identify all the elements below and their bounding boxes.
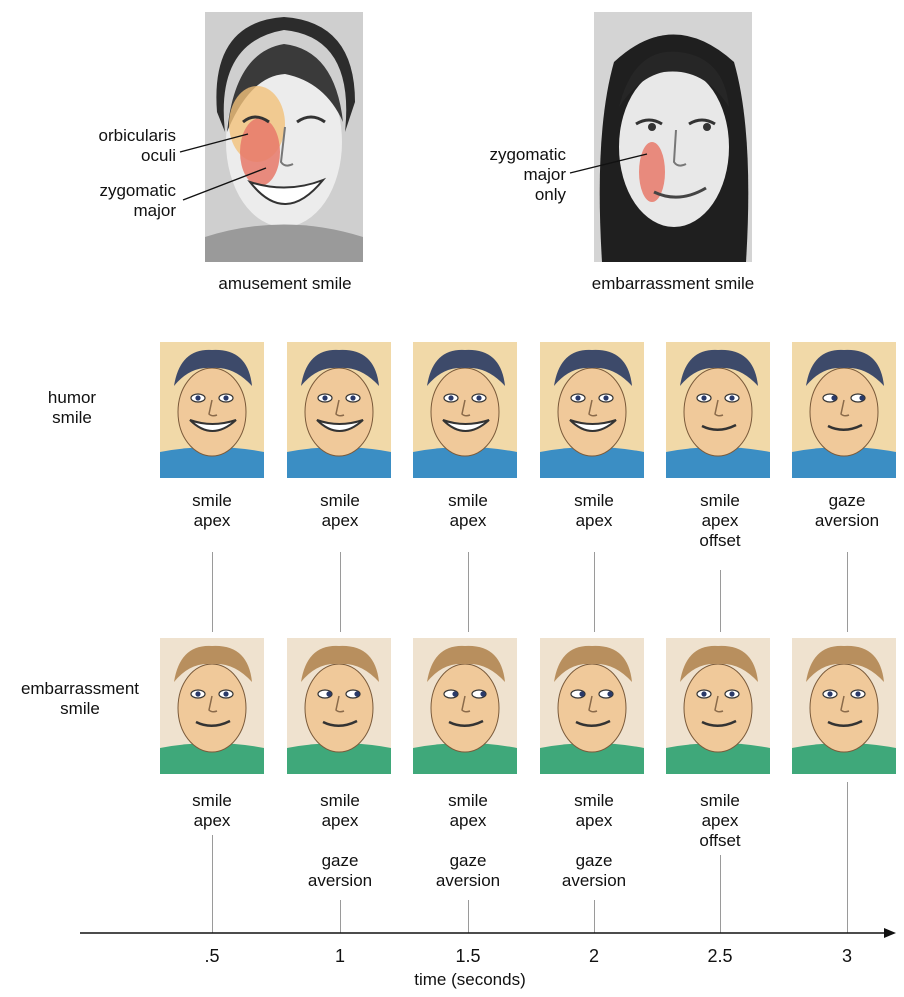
guide-line bbox=[468, 552, 469, 632]
humor-smile-frame bbox=[287, 340, 391, 480]
embarrassment-smile-frame bbox=[540, 632, 644, 780]
embarrassment-event-label: smile apex gaze aversion bbox=[290, 791, 390, 891]
tick-label: 2.5 bbox=[695, 946, 745, 966]
guide-line bbox=[212, 835, 213, 933]
amusement-smile-caption: amusement smile bbox=[200, 274, 370, 294]
embarrassment-event-label: smile apex offset bbox=[670, 791, 770, 851]
zygomatic-major-only-label: zygomatic major only bbox=[470, 145, 566, 205]
embarrassment-smile-caption: embarrassment smile bbox=[580, 274, 766, 294]
embarrassment-smile-frame bbox=[287, 632, 391, 780]
humor-smile-frame bbox=[413, 340, 517, 480]
humor-event-label: smile apex bbox=[290, 491, 390, 531]
tick-label: 3 bbox=[822, 946, 872, 966]
tick-label: 2 bbox=[569, 946, 619, 966]
embarrassment-event-label: smile apex bbox=[162, 791, 262, 831]
embarrassment-event-label: smile apex gaze aversion bbox=[418, 791, 518, 891]
humor-smile-frame bbox=[160, 340, 264, 480]
humor-smile-frame bbox=[792, 340, 896, 480]
humor-smile-frame bbox=[540, 340, 644, 480]
embarrassment-smile-row-label: embarrassment smile bbox=[0, 679, 160, 719]
humor-event-label: smile apex bbox=[544, 491, 644, 531]
humor-event-label: smile apex offset bbox=[670, 491, 770, 551]
embarrassment-smile-frame bbox=[666, 632, 770, 780]
embarrassment-smile-frame bbox=[160, 632, 264, 780]
humor-event-label: smile apex bbox=[418, 491, 518, 531]
humor-smile-frame bbox=[666, 340, 770, 480]
guide-line bbox=[847, 552, 848, 632]
embarrassment-event-label: smile apex gaze aversion bbox=[544, 791, 644, 891]
humor-event-label: gaze aversion bbox=[797, 491, 897, 531]
guide-line bbox=[212, 552, 213, 632]
humor-smile-row-label: humor smile bbox=[22, 388, 122, 428]
embarrassment-smile-frame bbox=[792, 632, 896, 780]
tick-label: 1 bbox=[315, 946, 365, 966]
zygomatic-major-label: zygomatic major bbox=[80, 181, 176, 221]
tick-label: .5 bbox=[187, 946, 237, 966]
guide-line bbox=[720, 570, 721, 632]
tick-label: 1.5 bbox=[443, 946, 493, 966]
humor-event-label: smile apex bbox=[162, 491, 262, 531]
orbicularis-oculi-label: orbicularis oculi bbox=[80, 126, 176, 166]
embarrassment-smile-frame bbox=[413, 632, 517, 780]
guide-line bbox=[340, 552, 341, 632]
guide-line bbox=[847, 782, 848, 933]
guide-line bbox=[594, 552, 595, 632]
axis-title: time (seconds) bbox=[380, 970, 560, 990]
